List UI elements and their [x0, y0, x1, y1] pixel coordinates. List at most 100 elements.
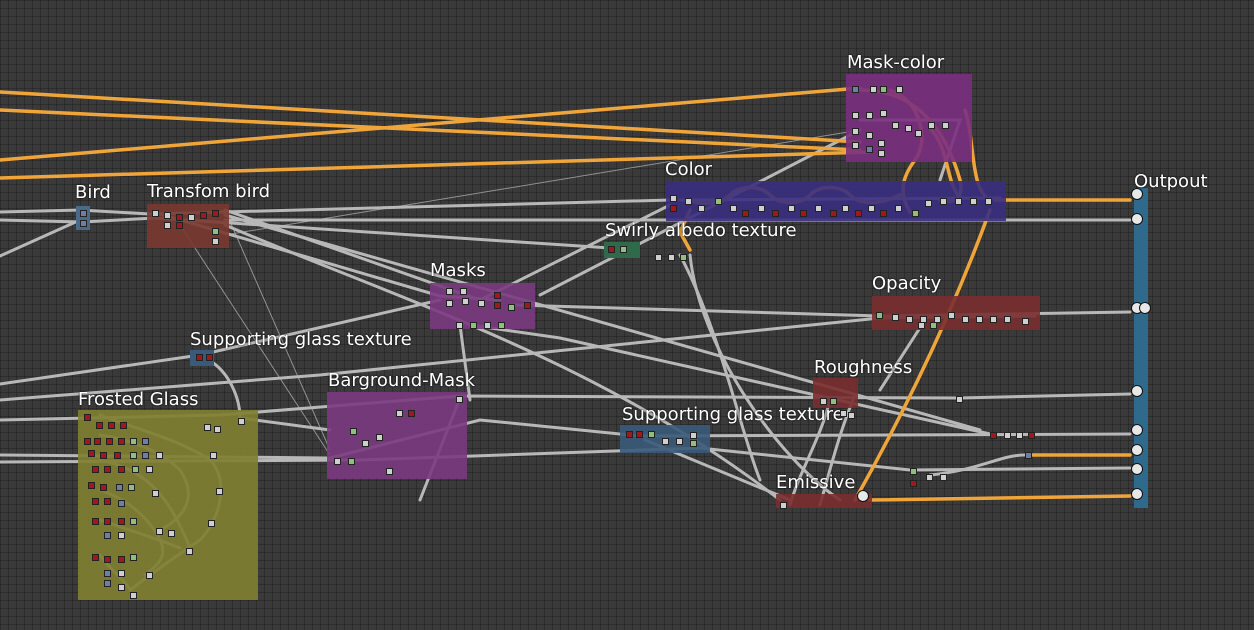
graph-node[interactable] [376, 434, 383, 441]
graph-node[interactable] [114, 452, 121, 459]
graph-node[interactable] [92, 466, 99, 473]
graph-node[interactable] [130, 592, 137, 599]
graph-node[interactable] [130, 518, 137, 525]
graph-node[interactable] [130, 554, 137, 561]
graph-node[interactable] [1004, 432, 1011, 439]
graph-node[interactable] [142, 452, 149, 459]
graph-node[interactable] [106, 438, 113, 445]
graph-node[interactable] [156, 452, 163, 459]
graph-node[interactable] [866, 112, 873, 119]
graph-node[interactable] [680, 254, 687, 261]
graph-node[interactable] [866, 132, 873, 139]
graph-node[interactable] [788, 205, 795, 212]
graph-node[interactable] [508, 304, 515, 311]
graph-node[interactable] [146, 466, 153, 473]
graph-node[interactable] [942, 122, 949, 129]
graph-node[interactable] [176, 214, 183, 221]
graph-node[interactable] [200, 212, 207, 219]
graph-node[interactable] [912, 210, 919, 217]
graph-node[interactable] [955, 198, 962, 205]
graph-node[interactable] [930, 322, 937, 329]
graph-node[interactable] [100, 484, 107, 491]
output-pin-icon[interactable] [1131, 385, 1143, 397]
graph-node[interactable] [164, 222, 171, 229]
graph-node[interactable] [780, 502, 787, 509]
graph-node[interactable] [484, 322, 491, 329]
graph-node[interactable] [470, 322, 477, 329]
graph-node[interactable] [892, 122, 899, 129]
output-pin-icon[interactable] [1131, 488, 1143, 500]
graph-node[interactable] [88, 450, 95, 457]
graph-node[interactable] [758, 205, 765, 212]
graph-node[interactable] [142, 438, 149, 445]
graph-node[interactable] [800, 210, 807, 217]
graph-node[interactable] [446, 288, 453, 295]
graph-node[interactable] [210, 452, 217, 459]
graph-node[interactable] [118, 518, 125, 525]
graph-node[interactable] [905, 125, 912, 132]
graph-node[interactable] [84, 438, 91, 445]
graph-node[interactable] [188, 214, 195, 221]
graph-node[interactable] [216, 488, 223, 495]
graph-node[interactable] [156, 528, 163, 535]
graph-node[interactable] [88, 482, 95, 489]
graph-node[interactable] [976, 316, 983, 323]
graph-node[interactable] [868, 205, 875, 212]
graph-node[interactable] [128, 484, 135, 491]
graph-node[interactable] [840, 410, 847, 417]
graph-node[interactable] [334, 458, 341, 465]
graph-node[interactable] [910, 468, 917, 475]
graph-node[interactable] [498, 322, 505, 329]
graph-node[interactable] [815, 205, 822, 212]
graph-node[interactable] [118, 532, 125, 539]
graph-node[interactable] [866, 146, 873, 153]
graph-node[interactable] [620, 246, 627, 253]
graph-node[interactable] [830, 398, 837, 405]
graph-node[interactable] [906, 316, 913, 323]
graph-node[interactable] [104, 556, 111, 563]
graph-node[interactable] [1004, 316, 1011, 323]
frame-opacity[interactable] [872, 296, 1040, 330]
graph-node[interactable] [852, 142, 859, 149]
graph-node[interactable] [915, 130, 922, 137]
graph-node[interactable] [962, 316, 969, 323]
graph-node[interactable] [956, 396, 963, 403]
graph-node[interactable] [670, 195, 677, 202]
graph-node[interactable] [204, 424, 211, 431]
graph-node[interactable] [196, 354, 203, 361]
graph-node[interactable] [698, 205, 705, 212]
graph-node[interactable] [494, 292, 501, 299]
graph-node[interactable] [892, 314, 899, 321]
graph-node[interactable] [456, 322, 463, 329]
graph-node[interactable] [1016, 432, 1023, 439]
frame-mask-color[interactable] [846, 74, 972, 162]
graph-node[interactable] [690, 440, 697, 447]
graph-node[interactable] [685, 198, 692, 205]
graph-node[interactable] [876, 312, 883, 319]
graph-node[interactable] [925, 200, 932, 207]
graph-node[interactable] [985, 198, 992, 205]
graph-node[interactable] [104, 570, 111, 577]
graph-node[interactable] [164, 212, 171, 219]
graph-node[interactable] [186, 548, 193, 555]
graph-node[interactable] [118, 584, 125, 591]
output-pin-icon[interactable] [1131, 444, 1143, 456]
graph-node[interactable] [104, 580, 111, 587]
graph-node[interactable] [940, 474, 947, 481]
graph-node[interactable] [676, 438, 683, 445]
graph-node[interactable] [636, 431, 643, 438]
output-pin-icon[interactable] [1139, 302, 1151, 314]
graph-node[interactable] [118, 466, 125, 473]
graph-node[interactable] [212, 210, 219, 217]
graph-node[interactable] [895, 205, 902, 212]
graph-node[interactable] [772, 210, 779, 217]
graph-node[interactable] [80, 210, 87, 217]
graph-node[interactable] [1028, 432, 1035, 439]
graph-node[interactable] [990, 432, 997, 439]
graph-node[interactable] [852, 112, 859, 119]
graph-node[interactable] [880, 110, 887, 117]
graph-node[interactable] [910, 480, 917, 487]
graph-node[interactable] [94, 438, 101, 445]
graph-node[interactable] [934, 316, 941, 323]
graph-node[interactable] [918, 322, 925, 329]
